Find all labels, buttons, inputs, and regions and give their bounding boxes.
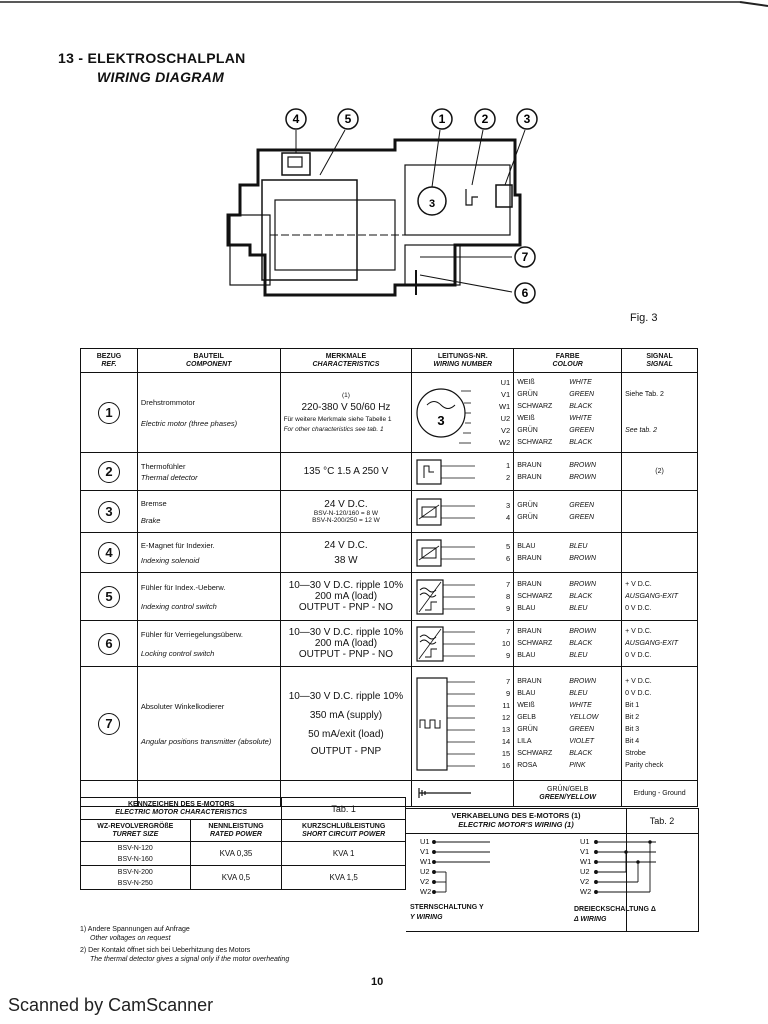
star-terminal-label: V2 bbox=[420, 877, 429, 886]
turret-wiring-diagram: 3 4 5 1 2 3 7 6 bbox=[226, 108, 538, 304]
star-terminal-label: V1 bbox=[420, 847, 429, 856]
star-wiring-label-en: Y WIRING bbox=[410, 914, 443, 921]
svg-text:5: 5 bbox=[345, 112, 352, 126]
section-heading: 13 - ELEKTROSCHALPLAN bbox=[58, 50, 246, 66]
svg-text:3: 3 bbox=[524, 112, 531, 126]
table-row: 5 Fühler für Index.-Ueberw.Indexing cont… bbox=[80, 572, 698, 621]
motor-label: 3 bbox=[429, 198, 435, 210]
footnote: The thermal detector gives a signal only… bbox=[90, 956, 290, 963]
ref-badge: 5 bbox=[97, 585, 120, 608]
star-terminal-label: W1 bbox=[420, 857, 431, 866]
delta-wiring-label: DREIECKSCHALTUNG Δ bbox=[574, 906, 656, 913]
motor-wiring-table: VERKABELUNG DES E-MOTORS (1)ELECTRIC MOT… bbox=[406, 808, 699, 932]
delta-wiring-label-en: Δ WIRING bbox=[574, 916, 607, 923]
ref-badge: 6 bbox=[97, 632, 120, 655]
footnote: 2) Der Kontakt öffnet sich bei Ueberhitz… bbox=[80, 947, 251, 954]
footnote: 1) Andere Spannungen auf Anfrage bbox=[80, 926, 190, 933]
callout-2: 2 bbox=[474, 108, 496, 130]
encoder-icon bbox=[416, 676, 476, 771]
delta-terminal-label: U1 bbox=[580, 837, 590, 846]
header-wiring: LEITUNGS-NR.WIRING NUMBER bbox=[411, 348, 515, 373]
sensor-switch-icon bbox=[416, 625, 476, 662]
callout-3: 3 bbox=[516, 108, 538, 130]
callout-6: 6 bbox=[514, 282, 536, 304]
sensor-switch-icon bbox=[416, 578, 476, 615]
solenoid-icon bbox=[416, 538, 476, 567]
svg-text:6: 6 bbox=[522, 286, 529, 300]
ground-symbol-icon bbox=[418, 787, 472, 798]
delta-terminal-label: V1 bbox=[580, 847, 589, 856]
star-terminal-label: W2 bbox=[420, 887, 431, 896]
svg-text:2: 2 bbox=[482, 112, 489, 126]
thermal-detector-icon bbox=[416, 458, 476, 485]
footnote: Other voltages on request bbox=[90, 935, 171, 942]
callout-1: 1 bbox=[431, 108, 453, 130]
star-terminal-label: U2 bbox=[420, 867, 430, 876]
svg-text:1: 1 bbox=[439, 112, 446, 126]
delta-terminal-label: W2 bbox=[580, 887, 591, 896]
callout-4: 4 bbox=[285, 108, 307, 130]
ref-badge: 7 bbox=[97, 712, 120, 735]
svg-text:7: 7 bbox=[522, 250, 529, 264]
footnotes: 1) Andere Spannungen auf Anfrage Other v… bbox=[80, 925, 289, 964]
svg-text:3: 3 bbox=[438, 413, 445, 428]
callout-5: 5 bbox=[337, 108, 359, 130]
scan-edge bbox=[0, 1, 768, 7]
delta-terminal-label: U2 bbox=[580, 867, 590, 876]
figure-label: Fig. 3 bbox=[630, 312, 658, 324]
wiring-diagrams: U1 V1 W1 U2 V2 W2 U1 V1 W1 U2 V2 W2 bbox=[420, 837, 656, 896]
page-number: 10 bbox=[371, 976, 384, 988]
star-wiring-label: STERNSCHALTUNG Y bbox=[410, 904, 484, 911]
ref-badge: 1 bbox=[97, 401, 120, 424]
callout-7: 7 bbox=[514, 246, 536, 268]
delta-terminal-label: V2 bbox=[580, 877, 589, 886]
ref-badge: 3 bbox=[97, 500, 120, 523]
section-subheading: WIRING DIAGRAM bbox=[97, 69, 225, 85]
ref-badge: 4 bbox=[97, 541, 120, 564]
ref-badge: 2 bbox=[97, 460, 120, 483]
scanner-watermark: Scanned by CamScanner bbox=[8, 995, 214, 1015]
delta-terminal-label: W1 bbox=[580, 857, 591, 866]
star-terminal-label: U1 bbox=[420, 837, 430, 846]
brake-coil-icon bbox=[416, 497, 476, 526]
svg-text:4: 4 bbox=[293, 112, 300, 126]
table-row: 4 E-Magnet für Indexier.Indexing solenoi… bbox=[80, 532, 698, 573]
motor-symbol-icon: 3 bbox=[416, 387, 472, 443]
table-row: 6 Fühler für Verriegelungsüberw.Locking … bbox=[80, 620, 698, 667]
